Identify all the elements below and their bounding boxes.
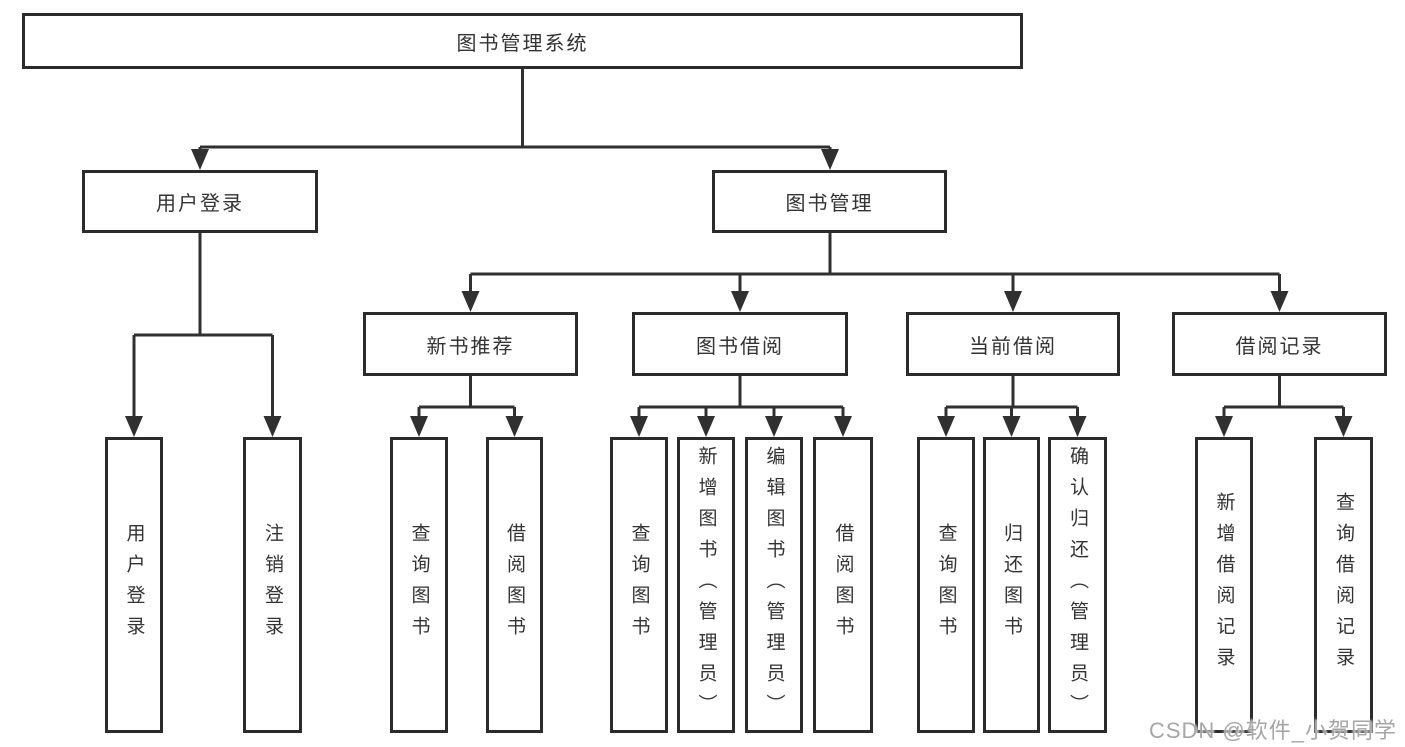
leaf-borrow-add-books-admin-label: 新增图书（管理员） bbox=[695, 445, 717, 725]
leaf-logout-label: 注销登录 bbox=[262, 523, 283, 647]
leaf-borrow-add-books-admin: 新增图书（管理员） bbox=[677, 437, 735, 733]
leaf-recommend-query-books-label: 查询图书 bbox=[408, 523, 430, 647]
node-current-borrow: 当前借阅 bbox=[906, 312, 1120, 376]
leaf-borrow-edit-books-admin: 编辑图书（管理员） bbox=[745, 437, 803, 733]
leaf-borrow-borrow-books: 借阅图书 bbox=[813, 437, 873, 733]
leaf-current-return-books: 归还图书 bbox=[983, 437, 1040, 733]
leaf-borrow-edit-books-admin-label: 编辑图书（管理员） bbox=[763, 445, 785, 725]
leaf-records-query-record: 查询借阅记录 bbox=[1314, 437, 1373, 733]
leaf-borrow-query-books-label: 查询图书 bbox=[628, 523, 650, 647]
leaf-user-login-label: 用户登录 bbox=[123, 523, 145, 647]
leaf-current-confirm-return-admin-label: 确认归还（管理员） bbox=[1067, 445, 1088, 725]
node-new-book-recommend-label: 新书推荐 bbox=[426, 335, 515, 358]
node-book-management-label: 图书管理 bbox=[785, 193, 874, 215]
leaf-recommend-query-books: 查询图书 bbox=[390, 437, 448, 733]
node-book-borrow-label: 图书借阅 bbox=[696, 335, 784, 358]
leaf-current-query-books: 查询图书 bbox=[917, 437, 975, 733]
node-book-management: 图书管理 bbox=[712, 170, 947, 233]
leaf-recommend-borrow-books: 借阅图书 bbox=[486, 437, 543, 733]
leaf-current-confirm-return-admin: 确认归还（管理员） bbox=[1048, 437, 1107, 733]
leaf-records-add-record: 新增借阅记录 bbox=[1195, 437, 1253, 733]
node-current-borrow-label: 当前借阅 bbox=[969, 335, 1057, 358]
node-user-login-label: 用户登录 bbox=[156, 193, 244, 215]
node-new-book-recommend: 新书推荐 bbox=[363, 312, 578, 376]
node-user-login: 用户登录 bbox=[82, 170, 318, 233]
leaf-borrow-borrow-books-label: 借阅图书 bbox=[832, 523, 854, 647]
node-borrow-records: 借阅记录 bbox=[1172, 312, 1387, 376]
leaf-records-add-record-label: 新增借阅记录 bbox=[1213, 492, 1235, 678]
node-root: 图书管理系统 bbox=[22, 13, 1023, 69]
leaf-borrow-query-books: 查询图书 bbox=[610, 437, 668, 733]
leaf-records-query-record-label: 查询借阅记录 bbox=[1333, 492, 1354, 678]
leaf-recommend-borrow-books-label: 借阅图书 bbox=[504, 523, 525, 647]
node-root-label: 图书管理系统 bbox=[456, 32, 589, 55]
leaf-current-return-books-label: 归还图书 bbox=[1001, 523, 1022, 647]
node-borrow-records-label: 借阅记录 bbox=[1235, 335, 1324, 358]
leaf-current-query-books-label: 查询图书 bbox=[935, 523, 957, 647]
node-book-borrow: 图书借阅 bbox=[632, 312, 848, 376]
leaf-user-login: 用户登录 bbox=[105, 437, 163, 733]
leaf-logout: 注销登录 bbox=[243, 437, 302, 733]
csdn-watermark: CSDN @软件_小贺同学 bbox=[1148, 718, 1397, 743]
